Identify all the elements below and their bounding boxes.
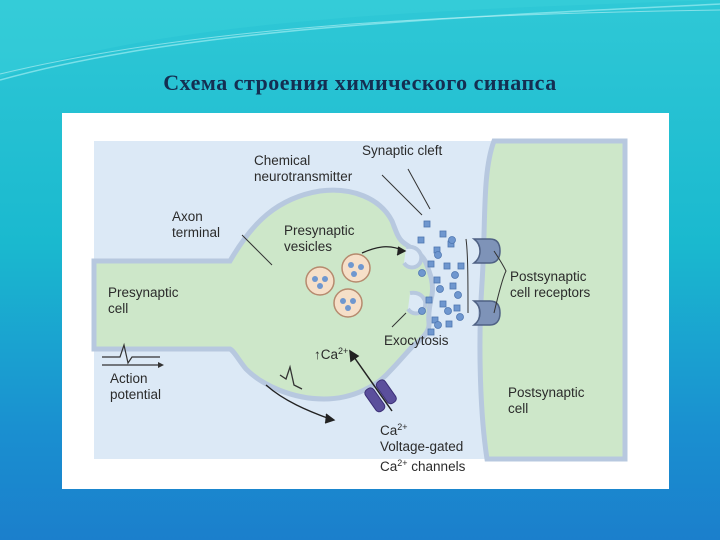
vesicle	[333, 288, 363, 318]
background-wave	[0, 0, 720, 81]
label-action-potential: Action potential	[110, 371, 162, 402]
label-ca-influx: ↑Ca2+	[314, 346, 349, 362]
action-potential-trace	[102, 342, 160, 365]
synapse-diagram: Chemical neurotransmitter Synaptic cleft…	[62, 113, 669, 489]
neurotransmitter-molecules	[417, 220, 465, 336]
postsynaptic-cell	[477, 138, 628, 462]
action-potential-arrow-left	[102, 362, 164, 368]
vesicle	[341, 253, 371, 283]
label-synaptic-cleft: Synaptic cleft	[362, 143, 443, 158]
label-axon-terminal: Axon terminal	[172, 209, 221, 240]
slide-title: Схема строения химического синапса	[163, 70, 557, 95]
label-voltage-gated-channels: Ca2+ Voltage-gated Ca2+ channels	[380, 422, 466, 474]
label-chemical-neurotransmitter: Chemical neurotransmitter	[254, 153, 353, 184]
postsynaptic-receptor	[471, 300, 501, 326]
label-presynaptic-cell: Presynaptic cell	[108, 285, 179, 316]
calcium-influx-arrow	[349, 349, 393, 412]
label-postsynaptic-cell: Postsynaptic cell	[508, 385, 585, 416]
label-postsynaptic-receptors: Postsynaptic cell receptors	[510, 269, 591, 300]
synapse-drawing	[91, 138, 628, 462]
presynaptic-cell	[91, 187, 435, 402]
calcium-channel	[364, 379, 397, 413]
postsynaptic-receptor	[471, 238, 501, 264]
action-potential-arrow	[265, 364, 336, 424]
vesicle-arrow	[361, 246, 407, 256]
label-exocytosis: Exocytosis	[384, 333, 449, 348]
label-presynaptic-vesicles: Presynaptic vesicles	[284, 223, 355, 254]
vesicle	[305, 266, 335, 296]
